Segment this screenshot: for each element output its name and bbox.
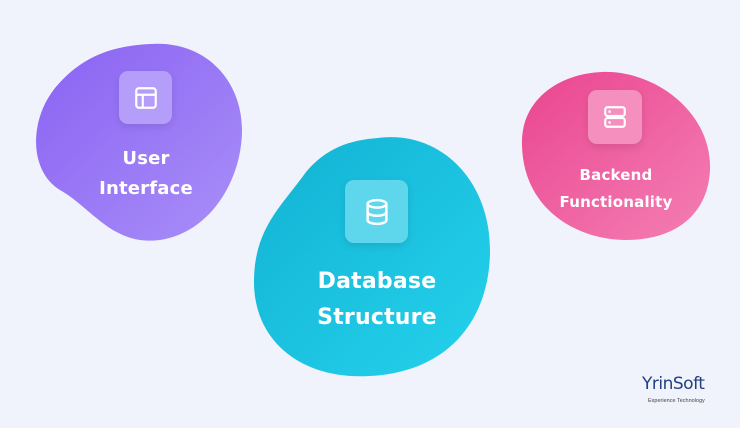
- user-interface-blob: [36, 43, 243, 241]
- database-icon: [365, 198, 388, 225]
- user-interface-label-line-1: User: [122, 148, 170, 169]
- database-structure-label: Database Structure: [302, 264, 452, 336]
- database-structure-icon-card: [345, 180, 408, 243]
- server-icon: [604, 106, 626, 128]
- brand-logo-tagline: Experience Technology: [648, 398, 705, 404]
- backend-functionality-blob: [521, 71, 711, 240]
- backend-functionality-label-line-1: Backend: [579, 166, 653, 184]
- user-interface-icon-card: [119, 71, 172, 124]
- brand-logo: YrinSoft Experience Technology: [636, 374, 726, 414]
- brand-logo-wordmark: YrinSoft: [642, 374, 705, 394]
- backend-functionality-icon-card: [588, 90, 642, 144]
- backend-functionality-label: Backend Functionality: [548, 162, 684, 216]
- database-structure-blob: [254, 137, 490, 377]
- database-structure-label-line-1: Database: [317, 269, 437, 294]
- user-interface-label: User Interface: [86, 144, 206, 204]
- database-structure-label-line-2: Structure: [317, 305, 437, 330]
- user-interface-label-line-2: Interface: [99, 178, 193, 199]
- backend-functionality-label-line-2: Functionality: [559, 193, 673, 211]
- layout-icon: [134, 86, 157, 109]
